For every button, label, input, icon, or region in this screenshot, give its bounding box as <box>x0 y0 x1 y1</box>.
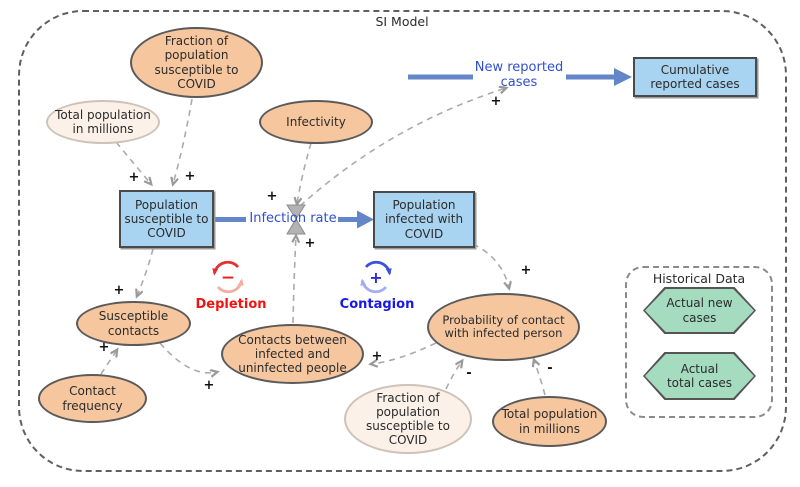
stock-population-infected[interactable]: Population infected with COVID <box>373 191 475 248</box>
sign-total-bottom-to-probability: - <box>547 361 552 376</box>
variable-infectivity[interactable]: Infectivity <box>259 100 373 144</box>
flow-label-new-reported-cases[interactable]: New reported cases <box>474 60 564 90</box>
model-boundary-border <box>18 10 787 472</box>
sign-infected-to-probability: + <box>521 263 532 278</box>
connector-fraction-bottom-to-probability[interactable] <box>445 361 462 390</box>
connector-total-bottom-to-probability[interactable] <box>534 360 546 396</box>
connector-susceptible-contacts-to-contacts-between[interactable] <box>159 342 217 373</box>
sign-fraction-bottom-to-probability: - <box>466 366 471 381</box>
historical-data-title: Historical Data <box>652 271 746 286</box>
sign-frequency-to-contacts: + <box>99 340 110 355</box>
data-node-actual-total-cases[interactable]: Actual total cases <box>643 352 756 400</box>
depletion-loop-label: Depletion <box>195 297 267 312</box>
connector-infected-to-probability[interactable] <box>472 243 509 288</box>
flow-arrowhead-new-reported <box>614 68 632 86</box>
depletion-loop-icon[interactable]: − <box>212 260 244 294</box>
variable-total-population-bottom[interactable]: Total population in millions <box>492 396 607 447</box>
flow-arrowhead-infection-rate <box>357 210 374 229</box>
shadow-variable-total-population-top[interactable]: Total population in millions <box>46 100 160 144</box>
sign-fraction-top-to-susceptible: + <box>185 169 196 184</box>
sign-infectivity-to-rate: + <box>267 189 278 204</box>
data-node-actual-total-cases-label: Actual total cases <box>645 354 754 398</box>
contagion-loop-icon[interactable]: + <box>360 260 392 294</box>
sign-contacts-to-between: + <box>204 378 215 393</box>
sign-contacts-to-rate: + <box>305 236 316 251</box>
connector-total-top-to-susceptible[interactable] <box>115 141 151 184</box>
variable-probability-of-contact[interactable]: Probability of contact with infected per… <box>427 293 580 361</box>
valve-infection-rate-icon[interactable] <box>286 204 306 235</box>
stock-population-susceptible[interactable]: Population susceptible to COVID <box>119 190 214 248</box>
data-node-actual-new-cases-label: Actual new cases <box>645 289 754 332</box>
sign-total-top-to-susceptible: + <box>129 170 140 185</box>
contagion-loop-sign: + <box>369 268 382 287</box>
contagion-loop-label: Contagion <box>339 297 415 312</box>
connector-contacts-between-to-infection-rate[interactable] <box>293 236 296 324</box>
variable-fraction-population-susceptible-top[interactable]: Fraction of population susceptible to CO… <box>130 27 263 98</box>
flow-label-infection-rate[interactable]: Infection rate <box>249 211 337 226</box>
depletion-loop-sign: − <box>221 268 235 288</box>
sign-rate-to-new-reported: + <box>491 94 502 109</box>
diagram-title: SI Model <box>375 14 429 29</box>
sign-susceptible-to-contacts: + <box>114 283 125 298</box>
connector-fraction-top-to-susceptible[interactable] <box>173 98 193 184</box>
connector-probability-to-contacts-between[interactable] <box>371 342 437 364</box>
data-node-actual-new-cases[interactable]: Actual new cases <box>643 287 756 334</box>
connector-infectivity-to-infection-rate[interactable] <box>297 142 312 204</box>
shadow-variable-fraction-population-susceptible-bottom[interactable]: Fraction of population susceptible to CO… <box>344 384 472 454</box>
variable-susceptible-contacts[interactable]: Susceptible contacts <box>76 301 191 346</box>
variable-contact-frequency[interactable]: Contact frequency <box>38 374 147 423</box>
connector-susceptible-to-susceptible-contacts[interactable] <box>137 248 154 296</box>
historical-data-panel <box>625 266 773 418</box>
stock-cumulative-reported-cases[interactable]: Cumulative reported cases <box>633 57 757 97</box>
sign-probability-to-between: + <box>372 349 383 364</box>
variable-contacts-between-infected-uninfected[interactable]: Contacts between infected and uninfected… <box>221 324 364 384</box>
connector-frequency-to-susceptible-contacts[interactable] <box>100 350 117 375</box>
